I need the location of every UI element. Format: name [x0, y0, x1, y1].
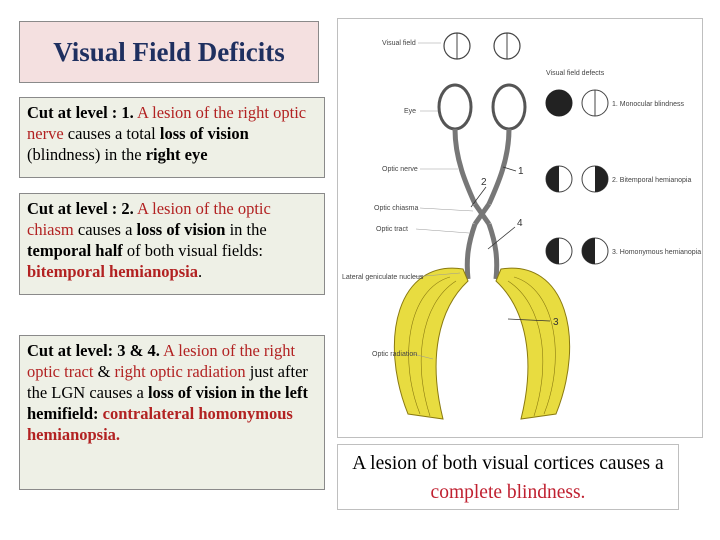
visual-pathway-svg: Visual field Eye Optic nerve Optic chias… [338, 19, 702, 437]
label-defect-1: 1. Monocular blindness [612, 101, 684, 108]
lesion-number-1: 1 [518, 166, 524, 177]
label-visual-field: Visual field [382, 40, 416, 47]
cut2-result: bitemporal hemianopsia [27, 262, 198, 281]
label-optic-chiasma: Optic chiasma [374, 205, 418, 212]
lesion-number-4: 4 [517, 218, 523, 229]
label-defects: Visual field defects [546, 70, 605, 77]
lesion-number-3: 3 [553, 317, 559, 328]
cut-level-3-4-panel: Cut at level: 3 & 4. A lesion of the rig… [19, 335, 325, 490]
defect-2-bitemporal [546, 166, 608, 192]
label-defect-3: 3. Homonymous hemianopia [612, 249, 701, 256]
label-eye: Eye [404, 108, 416, 115]
visual-field-circles [444, 33, 520, 59]
cut2-text3: of both visual fields: [123, 241, 263, 260]
cut2-label: Cut at level : 2. [27, 199, 134, 218]
cut-level-2-panel: Cut at level : 2. A lesion of the optic … [19, 193, 325, 295]
label-optic-radiation: Optic radiation [372, 351, 417, 358]
cortex-text: A lesion of both visual cortices causes … [352, 453, 663, 474]
cut2-period: . [198, 262, 202, 281]
cut2-temporal: temporal half [27, 241, 123, 260]
optic-pathway [455, 129, 509, 279]
defect-1-monocular [546, 90, 608, 116]
optic-radiation-left [394, 268, 468, 419]
cut1-loss: loss of vision [160, 124, 249, 143]
page-title: Visual Field Deficits [53, 37, 284, 68]
label-optic-nerve: Optic nerve [382, 166, 418, 173]
label-defect-2: 2. Bitemporal hemianopia [612, 177, 691, 184]
optic-radiation-right [496, 268, 570, 419]
cut2-loss: loss of vision [137, 220, 226, 239]
defect-3-homonymous [546, 238, 608, 264]
cut-level-1-panel: Cut at level : 1. A lesion of the right … [19, 97, 325, 178]
cut2-text: causes a [74, 220, 137, 239]
label-optic-tract: Optic tract [376, 226, 408, 233]
eyes [439, 85, 525, 129]
cut1-label: Cut at level : 1. [27, 103, 134, 122]
cortex-result: complete blindness. [431, 482, 586, 503]
title-box: Visual Field Deficits [19, 21, 319, 83]
label-lgn: Lateral geniculate nucleus [342, 274, 424, 281]
visual-pathway-diagram: Visual field Eye Optic nerve Optic chias… [337, 18, 703, 438]
cut1-text2: (blindness) in the [27, 145, 146, 164]
cut1-text: causes a total [64, 124, 160, 143]
cut1-eye: right eye [146, 145, 208, 164]
lesion-number-2: 2 [481, 177, 487, 188]
cut3-amp: & [93, 362, 114, 381]
cortex-lesion-box: A lesion of both visual cortices causes … [337, 444, 679, 510]
cut2-text2: in the [225, 220, 266, 239]
cut3-label: Cut at level: 3 & 4. [27, 341, 160, 360]
cut3-radiation: right optic radiation [115, 362, 246, 381]
